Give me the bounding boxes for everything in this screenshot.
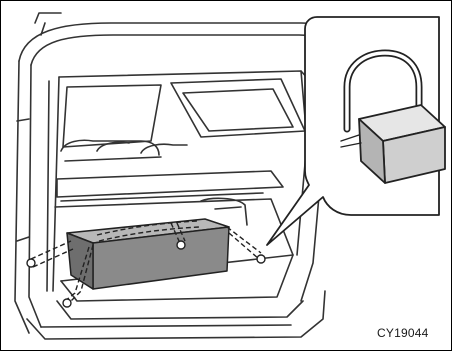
vehicle-rear-cargo-icon	[15, 13, 339, 339]
figure-code: CY19044	[377, 326, 428, 340]
